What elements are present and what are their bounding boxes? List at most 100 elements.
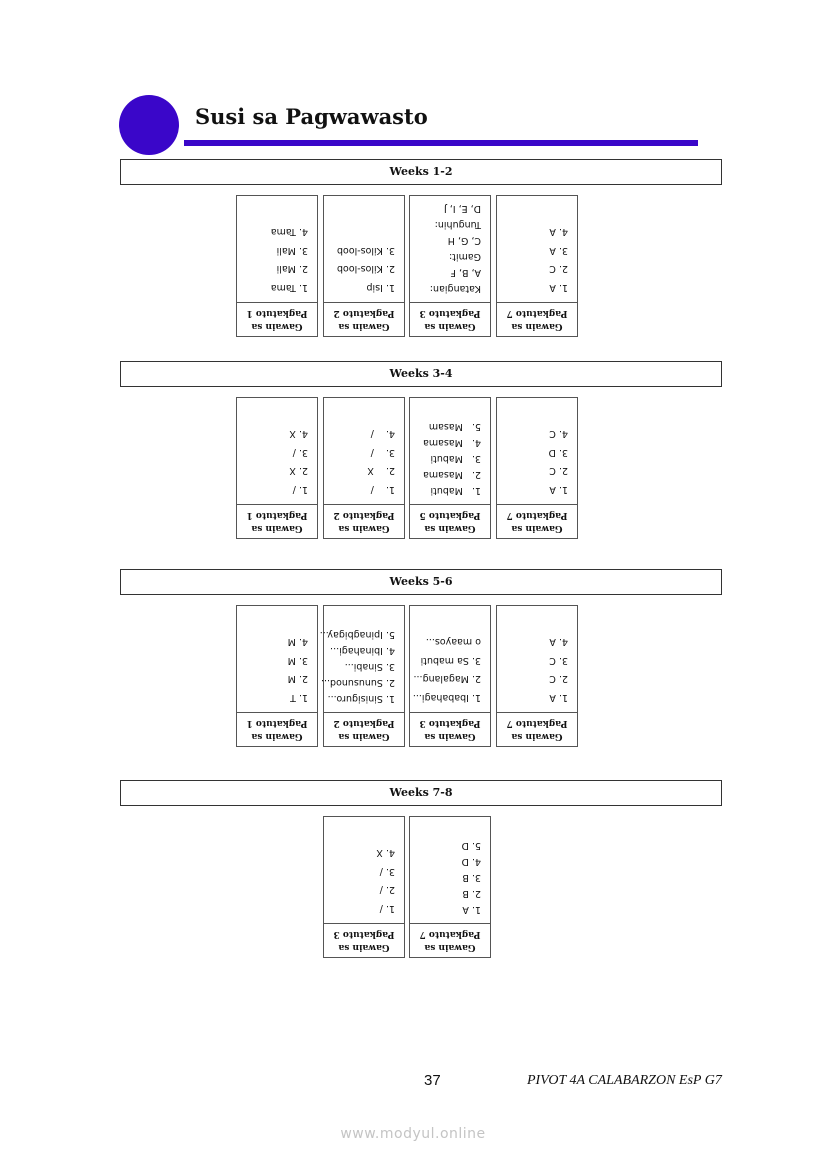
answer-key-table: Gawain sa Pagkatuto 7 1. A 2. C 3. D 4. C	[496, 397, 578, 539]
table-header-line: Pagkatuto 7	[506, 718, 568, 728]
answer-item: 2. C	[549, 465, 568, 477]
answer-item: 4. M	[287, 636, 308, 648]
answer-item: 4. X	[289, 428, 308, 440]
answer-item: 2. Kilos-loob	[336, 263, 395, 275]
title-circle-icon	[119, 95, 179, 155]
answer-item: 2. M	[287, 673, 308, 685]
answer-item: 2. Sunusunod...	[320, 677, 395, 688]
answer-item: 3. /	[292, 447, 308, 458]
answer-item: o maayos...	[425, 636, 481, 648]
table-header: Gawain sa Pagkatuto 5	[410, 504, 490, 538]
answer-item: 3. Mabuti	[430, 453, 481, 464]
section-header: Weeks 5-6	[120, 569, 722, 595]
answer-item: 1. /	[379, 903, 395, 914]
answer-item: 5. Ipinagbigay...	[319, 629, 395, 640]
answer-item: 4. /	[370, 428, 395, 440]
answer-item: 3. Sa mabuti	[420, 655, 481, 666]
answer-item: 4. Tama	[270, 226, 308, 238]
answer-item: 1. A	[549, 484, 568, 495]
answer-item: 4. Ibinahagi...	[330, 645, 395, 656]
answer-item: 1. /	[292, 484, 308, 495]
answer-item: 3. Kilos-loob	[336, 245, 395, 256]
answer-item: 1. A	[462, 904, 481, 915]
answer-item: 1. Isip	[366, 282, 395, 293]
answer-item: 4. C	[549, 428, 568, 440]
answer-item: 1. /	[370, 484, 395, 495]
table-header-line: Pagkatuto 2	[333, 718, 395, 728]
table-header-line: Gawain sa	[424, 731, 476, 741]
table-header-line: Pagkatuto 1	[246, 308, 308, 318]
answer-item: 2. C	[549, 673, 568, 685]
table-header-line: Pagkatuto 2	[333, 510, 395, 520]
answer-item: 3. Mali	[276, 245, 308, 256]
answer-item: 1. Tama	[270, 282, 308, 293]
table-header: Gawain sa Pagkatuto 2	[324, 712, 404, 746]
table-header-line: Gawain sa	[511, 523, 563, 533]
table-header-line: Gawain sa	[424, 523, 476, 533]
table-header-line: Pagkatuto 1	[246, 718, 308, 728]
table-header: Gawain sa Pagkatuto 7	[497, 504, 577, 538]
table-header-line: Gawain sa	[338, 321, 390, 331]
answer-item: 5. Masam	[428, 421, 481, 432]
answer-item: 2. /	[379, 884, 395, 896]
title-underline	[184, 140, 698, 146]
table-header-line: Pagkatuto 3	[333, 929, 395, 939]
answer-item: 2. Mali	[276, 263, 308, 275]
answer-item: 2. X	[367, 465, 395, 477]
answer-item: Gamit:	[448, 251, 481, 262]
answer-item: 3. C	[549, 655, 568, 666]
section-header: Weeks 1-2	[120, 159, 722, 185]
table-header-line: Gawain sa	[338, 523, 390, 533]
answer-item: 5. D	[461, 840, 481, 851]
answer-item: 1. A	[549, 282, 568, 293]
table-header-line: Gawain sa	[424, 942, 476, 952]
table-header-line: Gawain sa	[424, 321, 476, 331]
answer-key-table: Gawain sa Pagkatuto 7 1. A 2. B 3. B 4. D 5. D	[409, 816, 491, 958]
answer-item: 1. Ibabahagi...	[412, 692, 481, 703]
table-header: Gawain sa Pagkatuto 1	[237, 504, 317, 538]
page-number: 37	[424, 1072, 441, 1089]
table-header-line: Pagkatuto 2	[333, 308, 395, 318]
table-header: Gawain sa Pagkatuto 2	[324, 504, 404, 538]
table-header-line: Pagkatuto 5	[419, 510, 481, 520]
answer-item: 2. B	[462, 888, 481, 899]
table-header-line: Gawain sa	[511, 321, 563, 331]
watermark: www.modyul.online	[340, 1126, 486, 1142]
answer-item: 2. C	[549, 263, 568, 275]
answer-item: 3. /	[370, 447, 395, 458]
table-header-line: Pagkatuto 1	[246, 510, 308, 520]
answer-key-table: Gawain sa Pagkatuto 7 1. A 2. C 3. C 4. A	[496, 605, 578, 747]
table-header-line: Gawain sa	[251, 523, 303, 533]
table-header: Gawain sa Pagkatuto 7	[497, 712, 577, 746]
answer-item: 4. D	[461, 856, 481, 867]
table-header: Gawain sa Pagkatuto 2	[324, 302, 404, 336]
answer-item: 1. A	[549, 692, 568, 703]
answer-item: 4. A	[549, 636, 568, 648]
answer-item: D, E, I, J	[443, 203, 481, 214]
footer-text: PIVOT 4A CALABARZON EsP G7	[527, 1073, 722, 1088]
table-header-line: Pagkatuto 7	[419, 929, 481, 939]
table-header-line: Pagkatuto 7	[506, 510, 568, 520]
answer-item: 1. Mabuti	[430, 485, 481, 496]
answer-key-table: Gawain sa Pagkatuto 2 1. / 2. X 3. / 4. /	[323, 397, 405, 539]
table-header-line: Gawain sa	[511, 731, 563, 741]
table-header-line: Gawain sa	[338, 731, 390, 741]
section-header: Weeks 3-4	[120, 361, 722, 387]
answer-item: 3. B	[462, 872, 481, 883]
answer-item: 3. D	[548, 447, 568, 458]
table-header: Gawain sa Pagkatuto 3	[410, 302, 490, 336]
table-header-line: Pagkatuto 3	[419, 308, 481, 318]
answer-item: 3. /	[379, 866, 395, 877]
